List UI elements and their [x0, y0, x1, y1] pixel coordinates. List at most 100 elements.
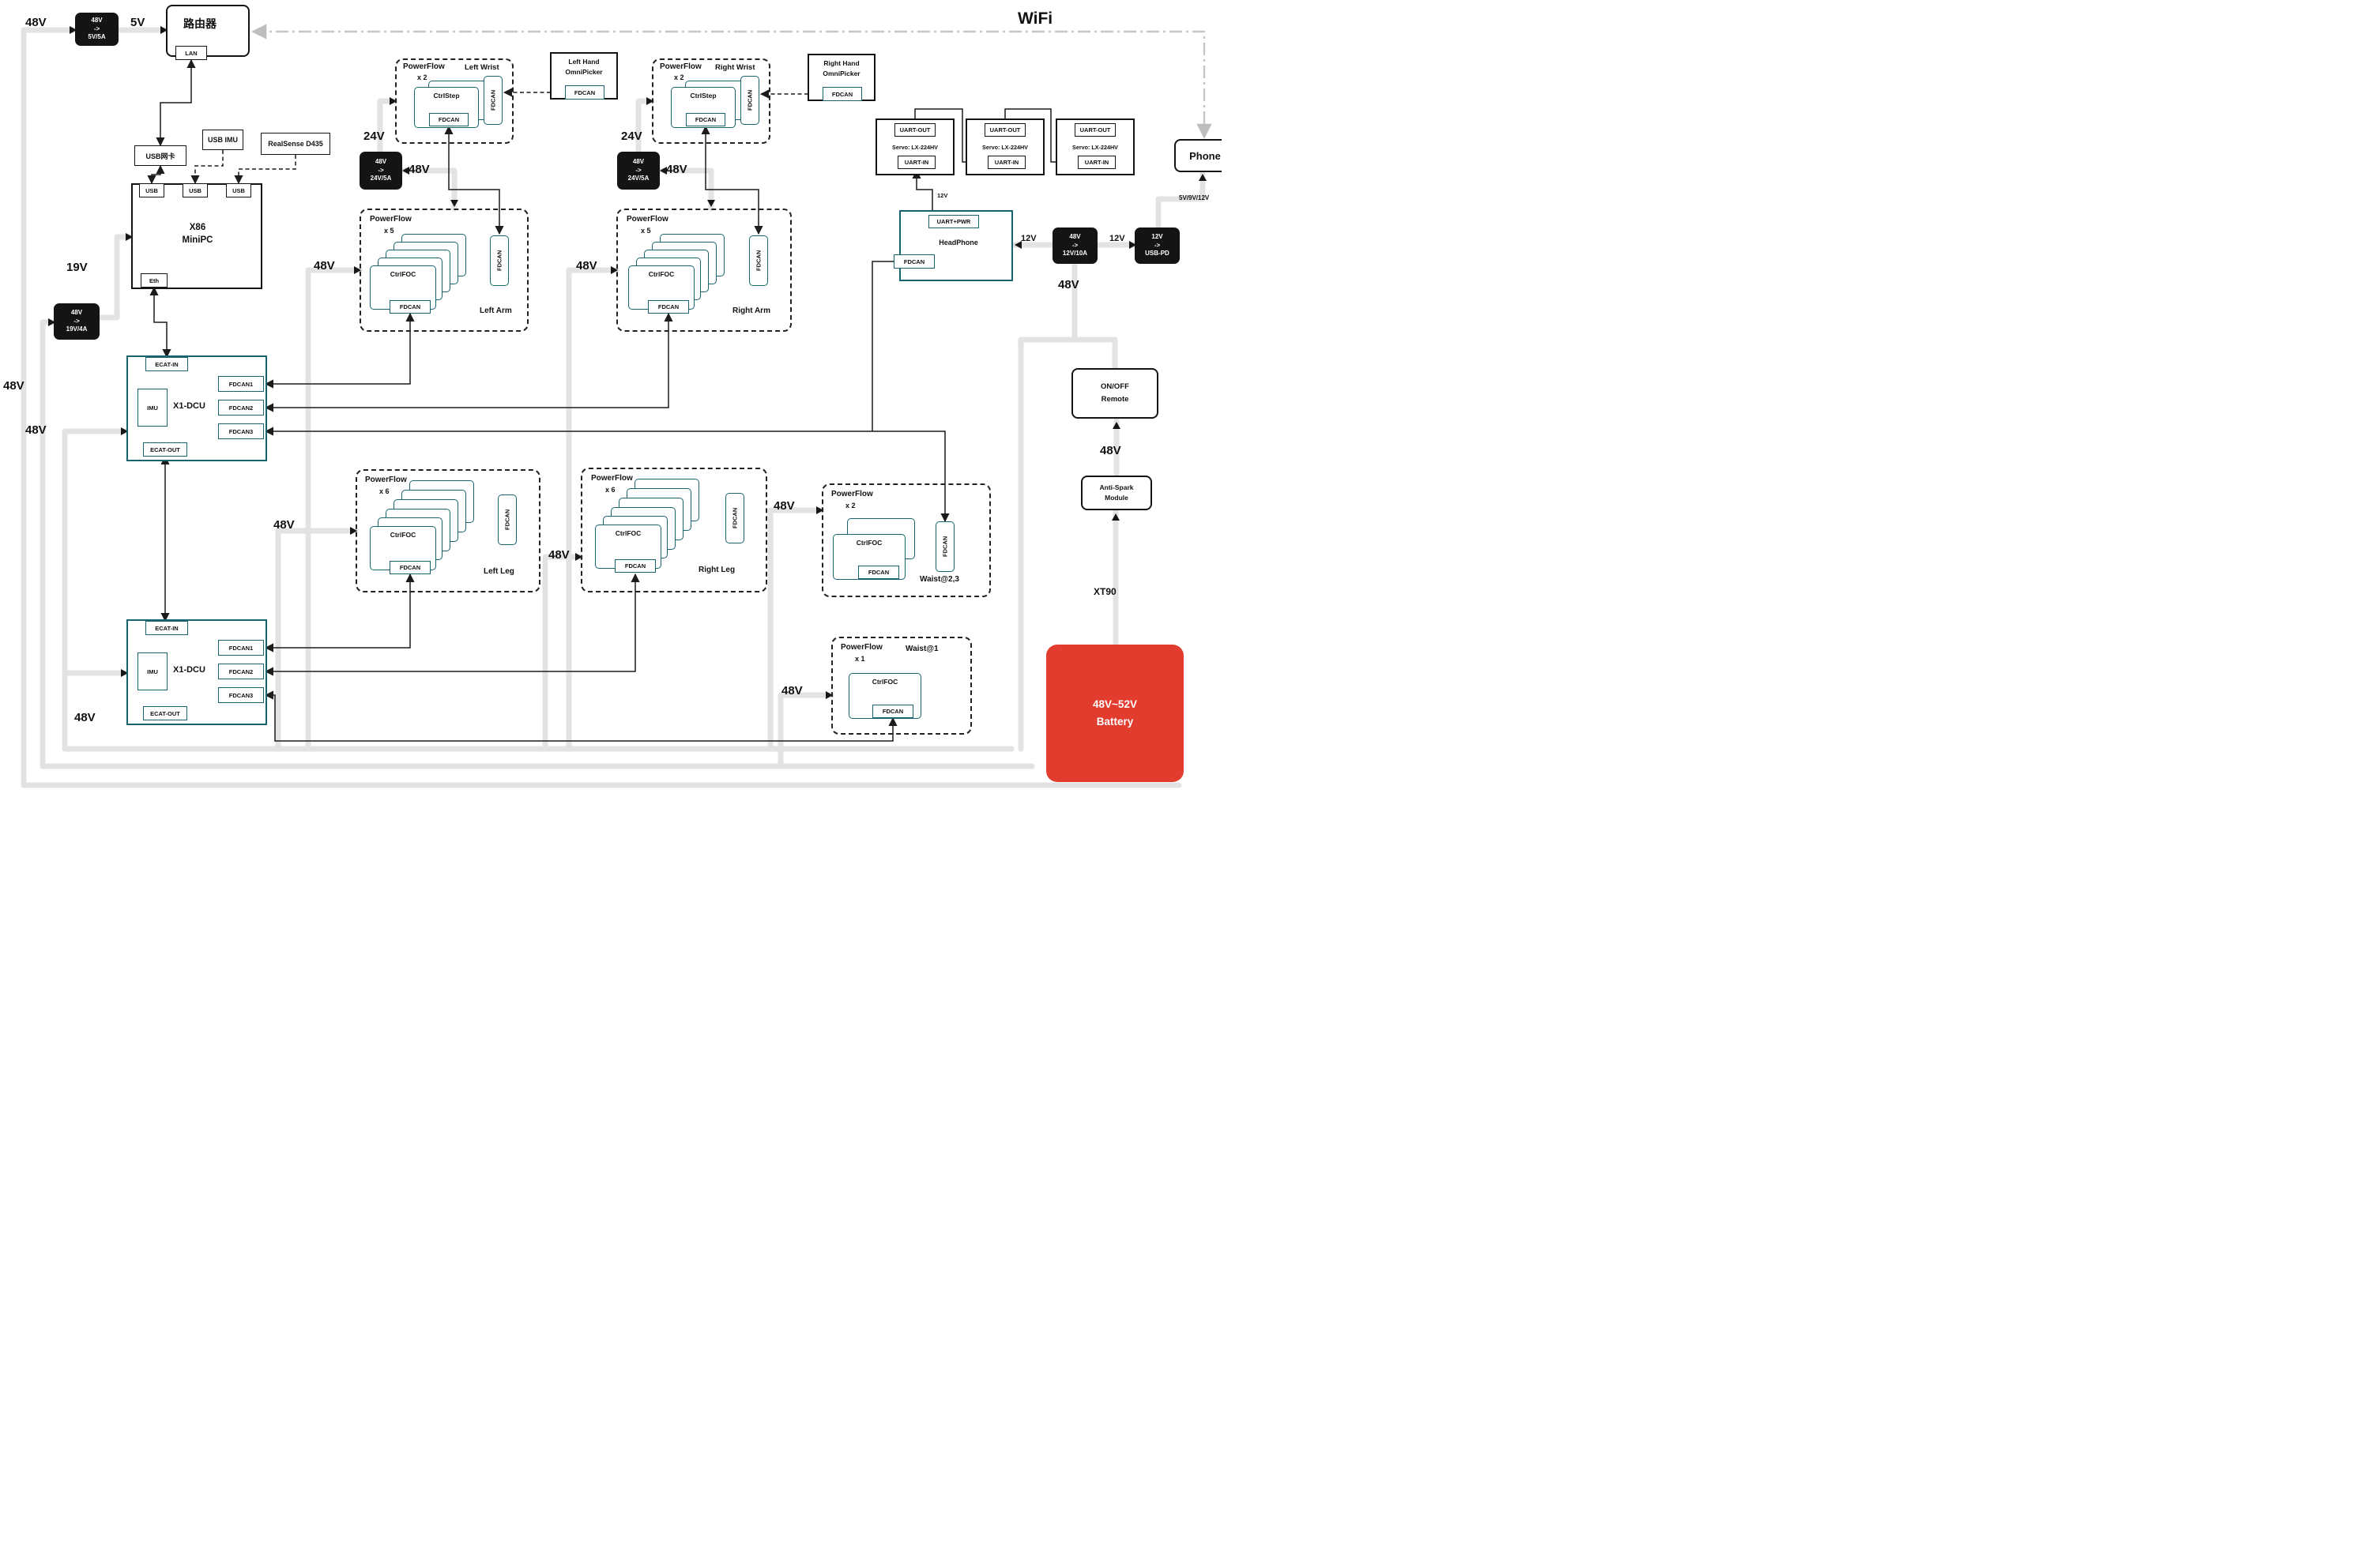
powerflow-right-leg-group [581, 468, 767, 592]
battery-line1: 48V~52V [1093, 698, 1137, 711]
uart-in-port: UART-IN [988, 156, 1026, 169]
fdcan1-port-lower: FDCAN1 [218, 640, 264, 656]
left-arm-label: Left Arm [480, 306, 512, 315]
voltage-label-48v-wristl: 48V [409, 163, 430, 176]
powerflow-title: PowerFlow [591, 474, 633, 483]
voltage-label-48v-wristr: 48V [666, 163, 687, 176]
converter-arrow-icon: -> [1154, 241, 1161, 249]
fdcan-port: FDCAN [894, 254, 935, 269]
fdcan1-port-upper: FDCAN1 [218, 376, 264, 392]
voltage-label-48v-remote: 48V [1100, 444, 1121, 457]
voltage-label-phone-supply: 5V/9V/12V [1179, 194, 1210, 201]
usb-port-2: USB [183, 183, 208, 197]
headphone-title: HeadPhone [939, 239, 978, 246]
voltage-label-48v-dcu2: 48V [74, 711, 96, 724]
voltage-label-5v: 5V [130, 16, 145, 29]
dcu-lower-title: X1-DCU [173, 665, 205, 675]
fdcan-tab: FDCAN [484, 76, 503, 125]
servo-name: Servo: LX-224HV [1072, 144, 1118, 151]
minipc-title: X86 MiniPC [142, 221, 253, 246]
converter-out: USB-PD [1145, 250, 1169, 258]
uart-out-port: UART-OUT [985, 123, 1026, 137]
battery-line2: Battery [1096, 716, 1134, 728]
minipc-box [131, 183, 262, 289]
powerflow-right-wrist-group [652, 58, 770, 144]
powerflow-right-arm-group [616, 209, 792, 332]
fdcan3-port-lower: FDCAN3 [218, 687, 264, 703]
converter-arrow-icon: -> [73, 317, 80, 325]
ecat-out-port-lower: ECAT-OUT [143, 706, 187, 720]
powerflow-count: x 2 [417, 73, 427, 81]
powerflow-count: x 6 [605, 486, 616, 494]
xt90-label: XT90 [1094, 586, 1117, 597]
fdcan-port: FDCAN [615, 559, 656, 573]
powerflow-waist1-group [831, 637, 972, 735]
converter-out: 24V/5A [627, 175, 650, 182]
right-arm-label: Right Arm [732, 306, 770, 315]
fdcan-port: FDCAN [686, 113, 725, 126]
voltage-label-19v: 19V [66, 261, 88, 274]
fdcan2-port-upper: FDCAN2 [218, 400, 264, 416]
imu-module-lower: IMU [137, 652, 168, 690]
minipc-title-line2: MiniPC [182, 235, 213, 246]
powerflow-title: PowerFlow [660, 62, 702, 71]
powerflow-count: x 5 [641, 227, 651, 235]
dcu-upper-title: X1-DCU [173, 401, 205, 411]
converter-arrow-icon: -> [93, 24, 100, 32]
voltage-label-48v-armr: 48V [576, 259, 597, 273]
fdcan-port: FDCAN [390, 300, 431, 314]
voltage-label-48v-leftedge: 48V [3, 379, 24, 393]
voltage-label-48v-topleft: 48V [25, 16, 47, 29]
voltage-label-48v-waist23: 48V [774, 499, 795, 513]
uart-in-port: UART-IN [898, 156, 936, 169]
left-hand-line2: OmniPicker [565, 67, 603, 76]
voltage-label-48v-12vconv: 48V [1058, 278, 1079, 291]
servo-name: Servo: LX-224HV [982, 144, 1028, 151]
onoff-remote-box: ON/OFF Remote [1071, 368, 1158, 419]
converter-in: 48V [70, 309, 83, 317]
left-hand-line1: Left Hand [568, 58, 600, 66]
converter-in: 48V [1069, 233, 1081, 241]
powerflow-title: PowerFlow [365, 476, 407, 484]
converter-48v-to-24v-right: 48V -> 24V/5A [617, 152, 660, 190]
anti-spark-line2: Module [1105, 494, 1128, 502]
left-wrist-label: Left Wrist [465, 63, 499, 72]
onoff-line1: ON/OFF [1101, 382, 1129, 391]
converter-out: 24V/5A [370, 175, 392, 182]
powerflow-count: x 2 [845, 502, 856, 510]
left-hand-title: Left Hand OmniPicker [552, 57, 616, 77]
fdcan2-port-lower: FDCAN2 [218, 664, 264, 679]
lan-port: LAN [175, 46, 207, 60]
voltage-label-12v-servo: 12V [937, 192, 948, 199]
robot-power-architecture-diagram: 48V 5V WiFi 19V 48V 48V 24V 48V 24V 48V … [0, 0, 1222, 816]
powerflow-title: PowerFlow [841, 643, 883, 652]
usb-nic-box: USB网卡 [134, 145, 186, 166]
voltage-label-24v-left: 24V [363, 130, 385, 143]
powerflow-waist23-group [822, 483, 991, 597]
fdcan-tab: FDCAN [740, 76, 759, 125]
powerflow-left-arm-group [360, 209, 529, 332]
voltage-label-24v-right: 24V [621, 130, 642, 143]
voltage-label-48v-legr: 48V [548, 548, 570, 562]
usb-imu-box: USB IMU [202, 130, 243, 150]
converter-arrow-icon: -> [635, 166, 642, 174]
left-leg-label: Left Leg [484, 567, 514, 576]
powerflow-title: PowerFlow [831, 490, 873, 498]
ecat-in-port-upper: ECAT-IN [145, 357, 188, 371]
voltage-label-48v-legl: 48V [273, 518, 295, 532]
minipc-title-line1: X86 [189, 223, 206, 232]
powerflow-left-wrist-group [395, 58, 514, 144]
fdcan-tab: FDCAN [936, 521, 955, 572]
waist23-label: Waist@2,3 [920, 575, 959, 584]
ecat-in-port-lower: ECAT-IN [145, 621, 188, 635]
realsense-box: RealSense D435 [261, 133, 330, 155]
fdcan-tab: FDCAN [498, 494, 517, 545]
fdcan-port: FDCAN [858, 566, 899, 579]
battery-box: 48V~52V Battery [1046, 645, 1184, 782]
fdcan-tab: FDCAN [490, 235, 509, 286]
wiring-layer [21, 24, 1212, 788]
converter-out: 12V/10A [1062, 250, 1088, 258]
eth-port: Eth [141, 273, 168, 288]
powerflow-title: PowerFlow [370, 215, 412, 224]
usb-port-1: USB [139, 183, 164, 197]
